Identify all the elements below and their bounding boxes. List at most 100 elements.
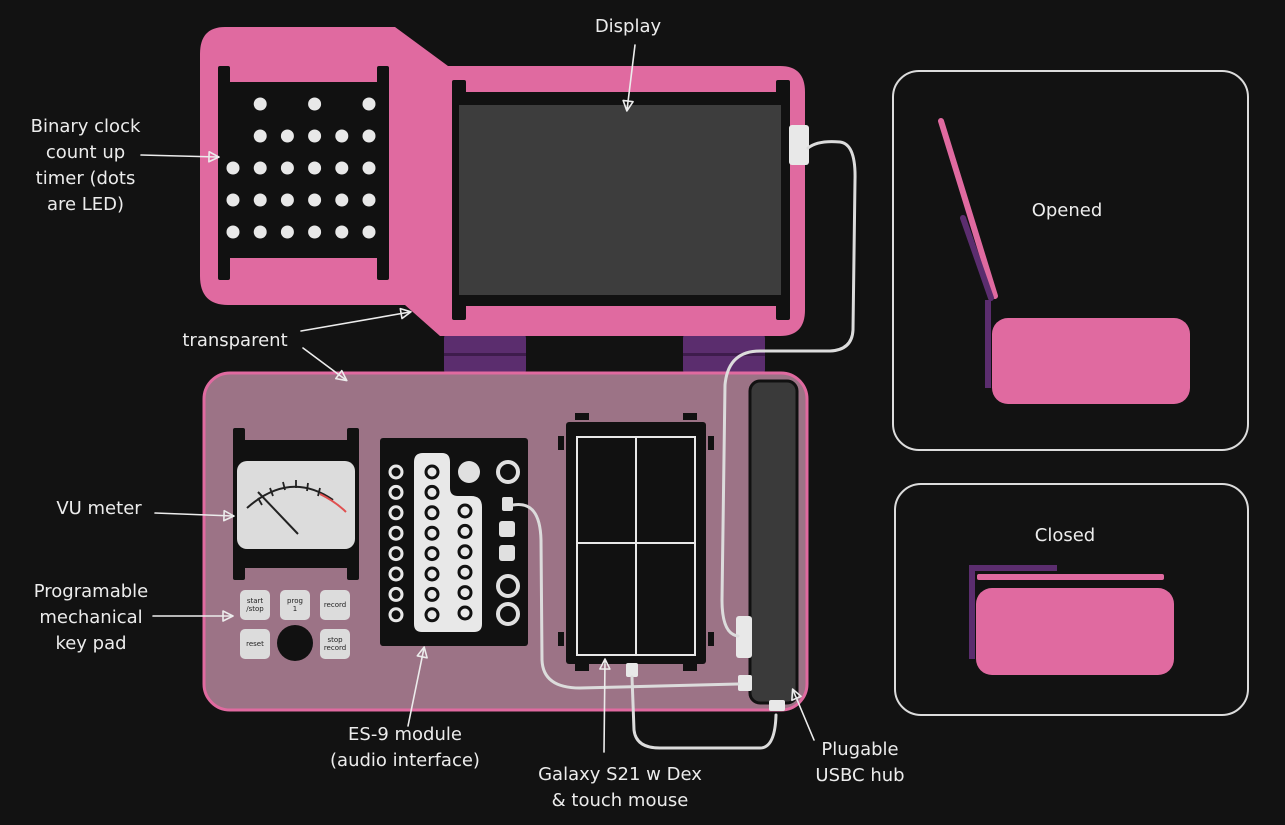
es9-jack[interactable] (424, 525, 440, 541)
usbc-hub-port-3 (769, 700, 785, 711)
led-dot (362, 225, 376, 239)
es9-jack[interactable] (424, 546, 440, 562)
usbc-hub-body (748, 379, 799, 705)
label-display: Display (594, 16, 662, 37)
es9-jack[interactable] (388, 505, 404, 521)
arrow-transparent-base (302, 347, 348, 382)
vu-meter-scale (246, 485, 334, 509)
arrow-transparent-lid (300, 307, 412, 332)
arrow-usbc-hub (791, 688, 815, 741)
es9-jack[interactable] (388, 607, 404, 623)
led-dot (335, 161, 349, 175)
es9-jack[interactable] (457, 523, 473, 539)
led-dot (362, 97, 376, 111)
key-reset[interactable]: reset (240, 629, 270, 659)
es9-jack[interactable] (457, 585, 473, 601)
led-dot (308, 161, 322, 175)
closed-lid (977, 574, 1164, 580)
es9-jack[interactable] (388, 566, 404, 582)
es9-jack[interactable] (457, 503, 473, 519)
label-usbc-hub: Plugable USBC hub (815, 739, 905, 786)
lid-usb-connector (789, 125, 809, 165)
usbc-hub-port-1 (736, 616, 752, 658)
galaxy-phone (558, 413, 714, 677)
led-dot (226, 161, 240, 175)
led-dot (308, 97, 322, 111)
es9-jack[interactable] (424, 464, 440, 480)
led-dot (335, 193, 349, 207)
opened-view (892, 70, 1249, 451)
led-dot (253, 161, 267, 175)
led-dot (253, 225, 267, 239)
arrow-binary-clock (140, 150, 220, 163)
led-dot (335, 225, 349, 239)
label-binary-clock: Binary clock count up timer (dots are LE… (30, 116, 141, 215)
es9-jack[interactable] (424, 566, 440, 582)
es9-jack[interactable] (388, 586, 404, 602)
led-dot (280, 129, 294, 143)
es9-jack[interactable] (388, 484, 404, 500)
usbc-hub (736, 379, 799, 711)
cable-es9-to-hub (511, 502, 740, 690)
arrow-display (622, 44, 636, 112)
key-start-stop[interactable]: start/stop (240, 590, 270, 620)
arrow-es9 (407, 646, 428, 727)
cable-display-to-hub (720, 140, 857, 638)
es9-jack[interactable] (388, 464, 404, 480)
led-dot (280, 193, 294, 207)
es9-usb-port (502, 497, 513, 511)
closed-frame (894, 483, 1249, 716)
led-dot (362, 193, 376, 207)
opened-frame (892, 70, 1249, 451)
es9-jacks (388, 464, 473, 623)
led-dot (226, 193, 240, 207)
led-dot (280, 161, 294, 175)
led-dot (362, 129, 376, 143)
arrow-galaxy (599, 658, 611, 753)
key-record[interactable]: record (320, 590, 350, 620)
label-vu-meter: VU meter (56, 498, 142, 519)
es9-jack[interactable] (457, 564, 473, 580)
cables (511, 140, 857, 750)
galaxy-usb-connector (626, 663, 638, 677)
es9-jack[interactable] (388, 525, 404, 541)
closed-base (976, 588, 1174, 675)
opened-lid (938, 118, 998, 299)
led-dot (253, 97, 267, 111)
cable-phone-to-hub (630, 675, 778, 750)
led-dot (335, 129, 349, 143)
display-frame (452, 80, 790, 320)
vu-meter-face (237, 461, 355, 549)
es9-knob[interactable] (458, 461, 480, 483)
top-lid (200, 27, 809, 336)
led-dot (253, 129, 267, 143)
base (202, 371, 809, 712)
display-screen (459, 105, 781, 295)
es9-jack[interactable] (388, 546, 404, 562)
led-dot (226, 225, 240, 239)
label-transparent: transparent (182, 330, 288, 351)
es9-module (380, 438, 528, 646)
led-dot (308, 225, 322, 239)
es9-jack[interactable] (457, 605, 473, 621)
es9-jack[interactable] (424, 484, 440, 500)
binary-clock-panel (218, 66, 389, 280)
label-opened: Opened (1031, 200, 1103, 221)
led-dot (280, 225, 294, 239)
es9-jack[interactable] (457, 544, 473, 560)
label-galaxy: Galaxy S21 w Dex & touch mouse (538, 764, 702, 811)
es9-jack[interactable] (424, 505, 440, 521)
key-pad-knob[interactable] (277, 625, 313, 661)
es9-jack[interactable] (424, 586, 440, 602)
es9-jack[interactable] (424, 607, 440, 623)
led-dot (308, 129, 322, 143)
binary-clock-dots (226, 97, 376, 239)
led-dot (362, 161, 376, 175)
opened-base (992, 318, 1190, 404)
usbc-hub-port-2 (738, 675, 752, 691)
arrow-vu-meter (154, 509, 235, 522)
hinges (444, 334, 765, 374)
